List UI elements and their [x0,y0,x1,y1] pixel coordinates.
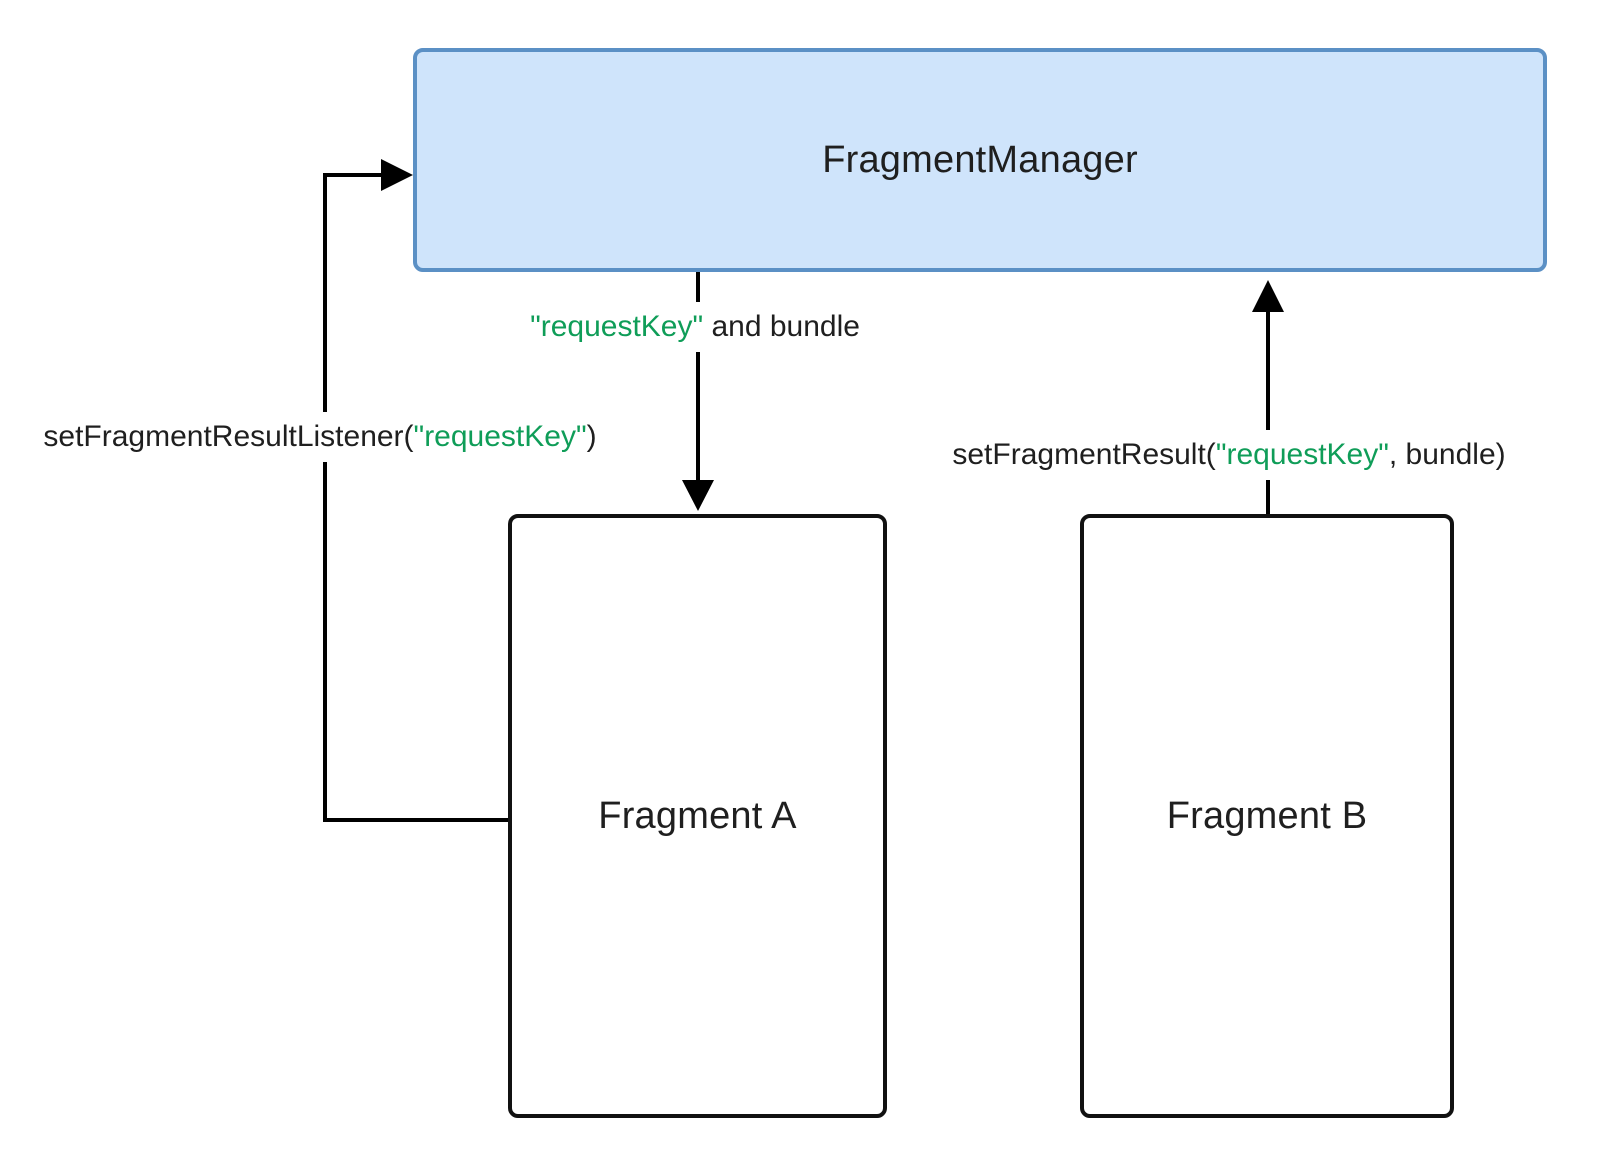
listener-edge-label: setFragmentResultListener("requestKey") [37,412,603,462]
result-label-request-key: "requestKey" [1215,438,1389,471]
fragment-manager-label: FragmentManager [822,138,1138,181]
request-label-suffix: and bundle [703,310,860,343]
request-edge-label: "requestKey" and bundle [524,302,866,352]
result-label-suffix: , bundle) [1388,438,1506,471]
listener-label-prefix: setFragmentResultListener( [43,420,414,453]
listener-arrow [323,159,508,822]
fragment-a-label: Fragment A [598,794,797,837]
request-label-request-key: "requestKey" [530,310,704,343]
listener-label-request-key: "requestKey" [413,420,587,453]
fragment-a-box: Fragment A [508,514,887,1118]
fragment-manager-box: FragmentManager [413,48,1547,272]
listener-label-suffix: ) [586,420,597,453]
fragment-b-box: Fragment B [1080,514,1454,1118]
result-edge-label: setFragmentResult("requestKey", bundle) [946,430,1512,480]
result-label-prefix: setFragmentResult( [952,438,1216,471]
fragment-b-label: Fragment B [1166,794,1368,837]
result-arrow [1252,280,1284,514]
